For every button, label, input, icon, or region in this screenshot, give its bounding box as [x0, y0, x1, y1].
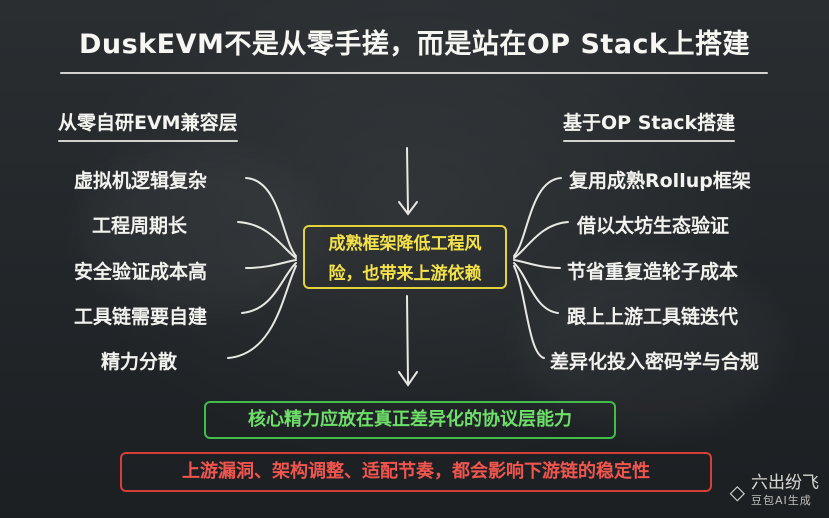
right-heading-text: 基于OP Stack搭建	[563, 112, 736, 134]
left-column-heading: 从零自研EVM兼容层	[58, 108, 238, 142]
left-heading-underline	[58, 140, 238, 142]
arrow-head-top	[398, 201, 418, 216]
left-item-1: 虚拟机逻辑复杂	[74, 170, 208, 192]
right-item-3: 节省重复造轮子成本	[567, 261, 739, 283]
upstream-risk-box: 上游漏洞、架构调整、适配节奏，都会影响下游链的稳定性	[120, 452, 712, 492]
arrow-down-bottom	[406, 295, 409, 383]
arrow-head-bottom	[398, 371, 418, 387]
right-curve-1	[513, 177, 562, 257]
left-item-3: 安全验证成本高	[74, 261, 208, 283]
center-line-2: 险，也带来上游依赖	[328, 264, 482, 284]
left-curve-3	[245, 259, 297, 269]
left-curve-5	[227, 265, 297, 359]
right-column-heading: 基于OP Stack搭建	[563, 108, 736, 142]
watermark-logo-icon: ◇	[729, 480, 745, 504]
left-curve-2	[237, 221, 297, 259]
left-item-5: 精力分散	[101, 351, 178, 373]
right-curve-5	[513, 265, 545, 359]
right-item-2: 借以太坊生态验证	[577, 215, 730, 237]
watermark-text-block: 六出纷飞 豆包AI生成	[751, 474, 819, 510]
center-line-1: 成熟框架降低工程风	[328, 234, 482, 254]
page-title: DuskEVM不是从零手搓，而是站在OP Stack上搭建	[78, 29, 751, 60]
right-item-1: 复用成熟Rollup框架	[569, 170, 751, 192]
center-conclusion-box: 成熟框架降低工程风 险，也带来上游依赖	[303, 225, 507, 289]
right-curve-4	[513, 262, 559, 314]
watermark-subtext: 豆包AI生成	[751, 494, 812, 507]
left-item-2: 工程周期长	[92, 215, 188, 237]
left-curve-1	[245, 177, 297, 257]
arrow-down-top	[406, 147, 409, 213]
left-heading-text: 从零自研EVM兼容层	[58, 112, 238, 134]
watermark-text: 六出纷飞	[751, 473, 819, 493]
watermark: ◇ 六出纷飞 豆包AI生成	[730, 474, 819, 510]
title-underline	[60, 72, 768, 74]
right-heading-underline	[563, 140, 736, 142]
right-curve-2	[513, 221, 569, 259]
core-focus-box: 核心精力应放在真正差异化的协议层能力	[204, 401, 616, 439]
left-curve-4	[241, 262, 297, 314]
right-item-4: 跟上上游工具链迭代	[567, 306, 739, 328]
right-curve-3	[513, 259, 561, 269]
left-item-4: 工具链需要自建	[74, 306, 208, 328]
right-item-5: 差异化投入密码学与合规	[550, 351, 760, 373]
